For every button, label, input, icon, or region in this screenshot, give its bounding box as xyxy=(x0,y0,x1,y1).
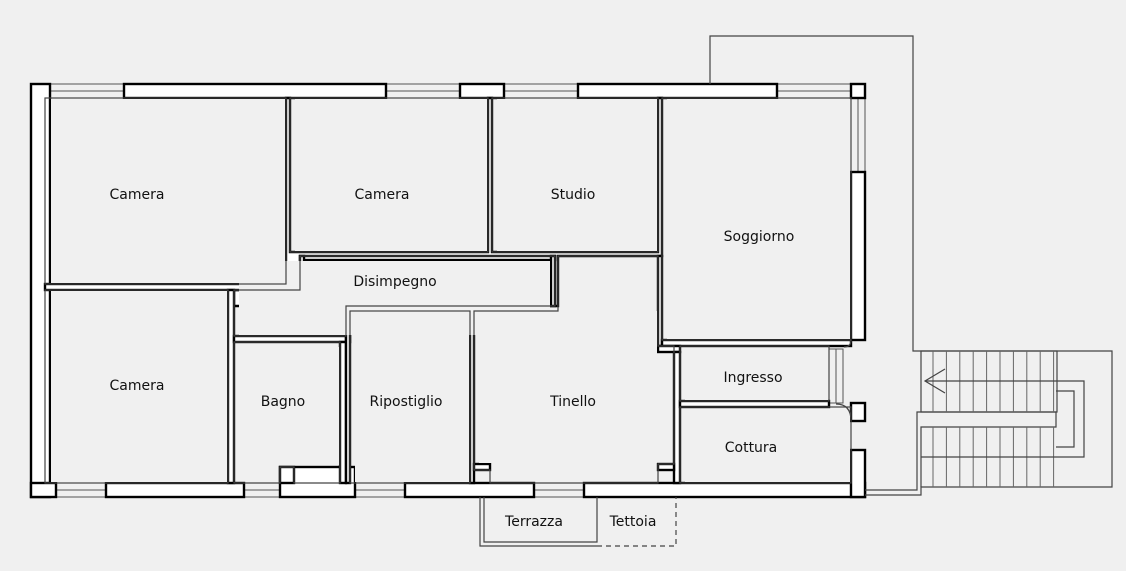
label-soggiorno: Soggiorno xyxy=(724,229,795,245)
label-studio: Studio xyxy=(551,187,596,203)
label-tinello: Tinello xyxy=(549,394,596,410)
label-disimpegno: Disimpegno xyxy=(353,274,436,290)
terrace-area xyxy=(479,497,677,547)
label-bagno: Bagno xyxy=(261,394,306,410)
label-ingresso: Ingresso xyxy=(723,370,782,386)
label-tettoia: Tettoia xyxy=(609,514,657,530)
room-labels: Camera Camera Studio Soggiorno Disimpegn… xyxy=(110,187,795,530)
room-fills xyxy=(51,99,850,482)
staircase xyxy=(920,350,1085,487)
label-camera-2: Camera xyxy=(355,187,410,203)
door-swing xyxy=(835,339,852,422)
label-ripostiglio: Ripostiglio xyxy=(370,394,443,410)
label-camera-1: Camera xyxy=(110,187,165,203)
label-terrazza: Terrazza xyxy=(504,514,563,530)
label-camera-3: Camera xyxy=(110,378,165,394)
label-cottura: Cottura xyxy=(725,440,778,456)
